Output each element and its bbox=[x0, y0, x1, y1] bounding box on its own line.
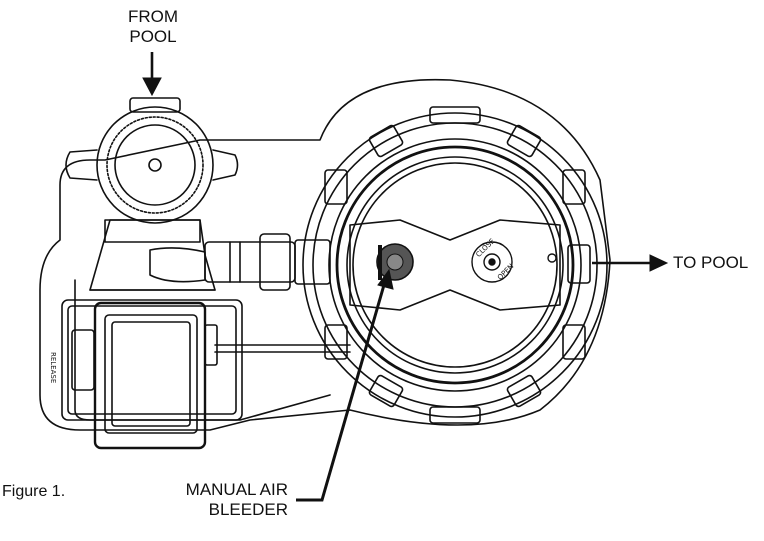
inlet-pipe bbox=[204, 233, 331, 291]
to-pool-arrow bbox=[592, 254, 669, 272]
strainer-pot-outer bbox=[96, 106, 214, 224]
from-pool-arrow bbox=[142, 52, 162, 97]
filter-tank-outer-ring bbox=[302, 112, 608, 418]
pump-housing bbox=[89, 219, 216, 291]
motor-stand bbox=[61, 299, 243, 421]
from-pool-label-line2: POOL bbox=[129, 27, 177, 46]
to-pool-label: TO POOL bbox=[673, 253, 749, 272]
strainer-pot-lugs bbox=[65, 97, 239, 181]
release-marking: RELEASE bbox=[49, 352, 57, 384]
filter-tank-lid bbox=[346, 156, 564, 374]
outlet-fitting bbox=[567, 244, 591, 284]
manual-air-bleeder-label-line2: BLEEDER bbox=[208, 500, 288, 519]
pump-motor bbox=[71, 301, 218, 450]
filter-tank-clamp-ring bbox=[335, 145, 575, 385]
manual-air-bleeder-label: MANUAL AIR BLEEDER bbox=[150, 480, 288, 520]
lid-handle-bar bbox=[349, 219, 561, 311]
manual-air-bleeder-knob bbox=[376, 243, 414, 281]
strainer-pot-inner bbox=[114, 124, 196, 206]
strainer-pot-center bbox=[148, 158, 162, 172]
air-bleeder-leader bbox=[296, 268, 394, 502]
figure-caption: Figure 1. bbox=[2, 483, 66, 500]
from-pool-label: FROM POOL bbox=[112, 7, 194, 47]
filter-tank-ring-3 bbox=[328, 138, 582, 392]
lid-lock-dial bbox=[471, 241, 557, 283]
manual-air-bleeder-label-line1: MANUAL AIR bbox=[185, 480, 288, 499]
base-plate bbox=[39, 78, 611, 431]
strainer-pot-lid bbox=[106, 116, 204, 214]
filter-tank-ring-2 bbox=[312, 122, 598, 408]
from-pool-label-line1: FROM bbox=[127, 7, 179, 26]
tank-clamp-tabs bbox=[324, 106, 586, 424]
base-plate-inner bbox=[74, 279, 331, 421]
filter-tank-lid-inner bbox=[352, 162, 558, 368]
